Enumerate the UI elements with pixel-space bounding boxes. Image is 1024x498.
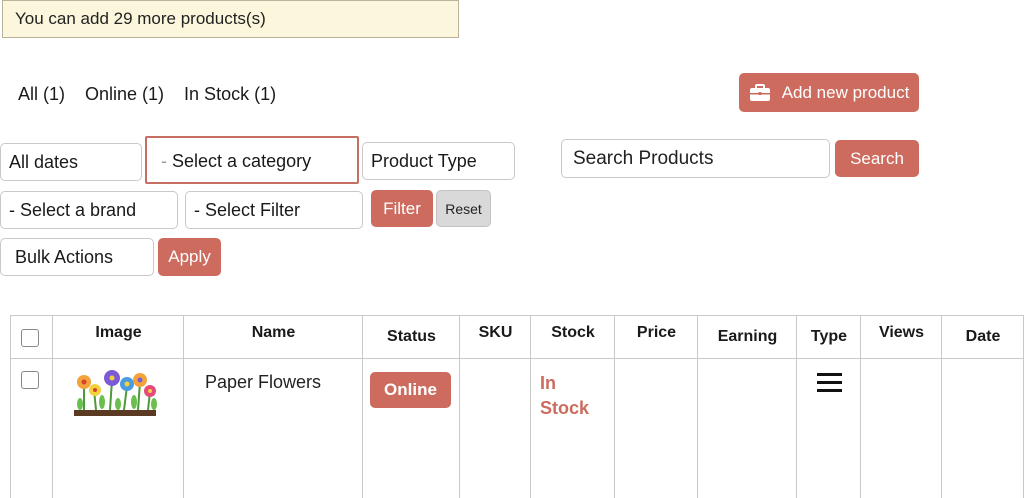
- notice-bar: You can add 29 more products(s): [2, 0, 459, 38]
- add-new-product-button[interactable]: Add new product: [739, 73, 919, 112]
- col-divider: [11, 316, 53, 498]
- search-button[interactable]: Search: [835, 140, 919, 177]
- category-select[interactable]: - Select a category: [145, 136, 359, 184]
- col-divider: [363, 316, 460, 498]
- col-divider: [698, 316, 797, 498]
- brand-value: Select a brand: [20, 200, 137, 220]
- header-type: Type: [810, 328, 848, 345]
- filter-button-label: Filter: [383, 198, 421, 218]
- product-type-value: Product Type: [371, 151, 477, 171]
- status-tabs: All (1) Online (1) In Stock (1): [18, 84, 296, 105]
- stock-status-line: Stock: [540, 398, 590, 418]
- category-dash: -: [161, 151, 167, 171]
- header-earning: Earning: [717, 328, 778, 345]
- col-divider: [797, 316, 861, 498]
- header-views: Views: [878, 324, 925, 341]
- notice-text: You can add 29 more products(s): [15, 9, 266, 28]
- filter-dash: -: [194, 200, 200, 220]
- search-field[interactable]: [561, 139, 830, 178]
- col-divider: [53, 316, 184, 498]
- col-divider: [184, 316, 363, 498]
- header-name: Name: [251, 324, 296, 341]
- product-table: Image Name Status SKU Stock Price Earnin…: [10, 315, 1024, 498]
- header-status: Status: [387, 328, 436, 345]
- product-type-select[interactable]: Product Type: [362, 142, 515, 180]
- select-all-checkbox[interactable]: [21, 329, 39, 347]
- header-divider: [11, 358, 1024, 359]
- bulk-actions-select[interactable]: Bulk Actions: [0, 238, 154, 276]
- filter-select[interactable]: - Select Filter: [185, 191, 363, 229]
- menu-icon[interactable]: [817, 373, 843, 393]
- brand-dash: -: [9, 200, 15, 220]
- date-filter-select[interactable]: All dates: [0, 143, 142, 181]
- search-button-label: Search: [850, 148, 904, 168]
- stock-status: In Stock: [540, 371, 610, 421]
- header-sku: SKU: [478, 324, 513, 341]
- col-divider: [460, 316, 531, 498]
- header-image: Image: [95, 324, 142, 341]
- date-filter-value: All dates: [9, 152, 79, 172]
- reset-button[interactable]: Reset: [436, 190, 491, 227]
- apply-button-label: Apply: [168, 247, 211, 266]
- tab-online[interactable]: Online (1): [85, 84, 165, 104]
- menu-icon-bar: [817, 381, 842, 384]
- status-badge: Online: [370, 372, 451, 408]
- tab-in-stock[interactable]: In Stock (1): [184, 84, 277, 104]
- filter-button[interactable]: Filter: [371, 190, 433, 227]
- add-new-product-label: Add new product: [781, 82, 910, 102]
- col-divider: [615, 316, 698, 498]
- col-divider: [861, 316, 942, 498]
- search-input[interactable]: [573, 140, 829, 177]
- reset-button-label: Reset: [445, 200, 482, 217]
- brand-select[interactable]: - Select a brand: [0, 191, 178, 229]
- product-thumbnail[interactable]: [72, 366, 158, 420]
- bulk-actions-value: Bulk Actions: [15, 247, 114, 267]
- category-value: Select a category: [172, 151, 312, 171]
- filter-value: Select Filter: [205, 200, 301, 220]
- row-checkbox[interactable]: [21, 371, 39, 389]
- col-divider: [531, 316, 615, 498]
- tab-all[interactable]: All (1): [18, 84, 66, 104]
- menu-icon-bar: [817, 373, 842, 376]
- header-stock: Stock: [551, 324, 595, 341]
- menu-icon-bar: [817, 389, 842, 392]
- briefcase-icon: [749, 83, 770, 101]
- apply-button[interactable]: Apply: [158, 238, 221, 276]
- header-date: Date: [965, 328, 1001, 345]
- header-price: Price: [636, 324, 677, 341]
- stock-status-line: In: [540, 373, 556, 393]
- product-name[interactable]: Paper Flowers: [205, 372, 322, 392]
